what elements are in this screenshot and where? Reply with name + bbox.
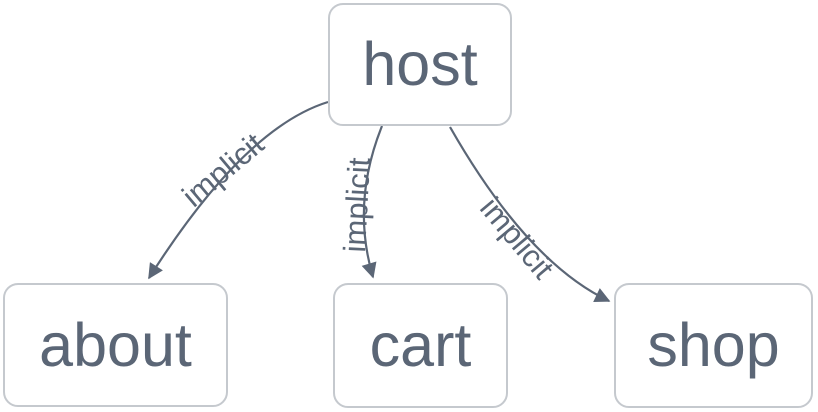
node-host-label: host [362, 30, 478, 98]
edge-host-shop [449, 126, 611, 302]
edge-host-cart [361, 125, 384, 279]
node-shop-label: shop [647, 311, 780, 379]
node-cart-label: cart [369, 311, 472, 379]
node-shop[interactable]: shop [614, 283, 813, 408]
node-about[interactable]: about [3, 283, 228, 407]
node-cart[interactable]: cart [333, 283, 508, 408]
node-host[interactable]: host [328, 3, 512, 126]
edge-host-about [148, 100, 329, 280]
node-about-label: about [39, 310, 192, 379]
